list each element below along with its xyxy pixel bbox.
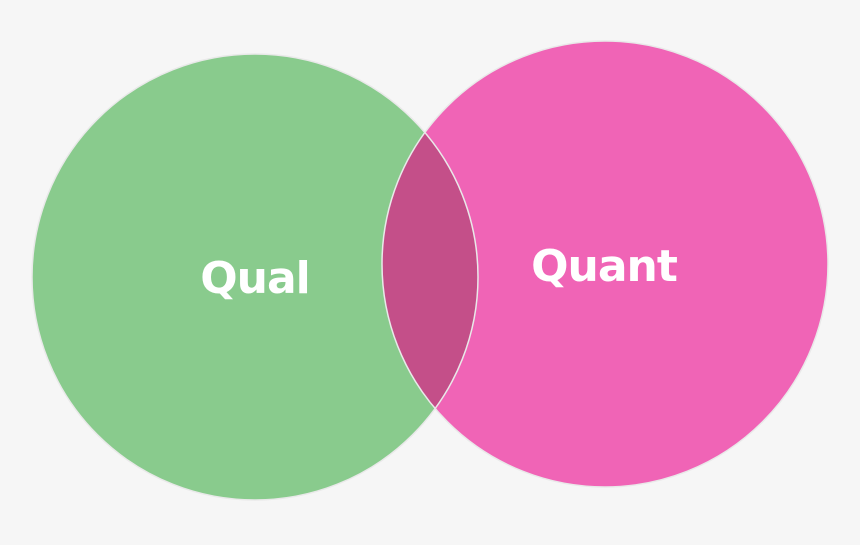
quant-circle-outline [381, 40, 829, 488]
qual-label: Qual [200, 253, 310, 304]
qual-circle-outline [31, 53, 479, 501]
quant-circle [382, 41, 828, 487]
qual-circle [32, 54, 478, 500]
quant-label: Quant [531, 241, 678, 292]
